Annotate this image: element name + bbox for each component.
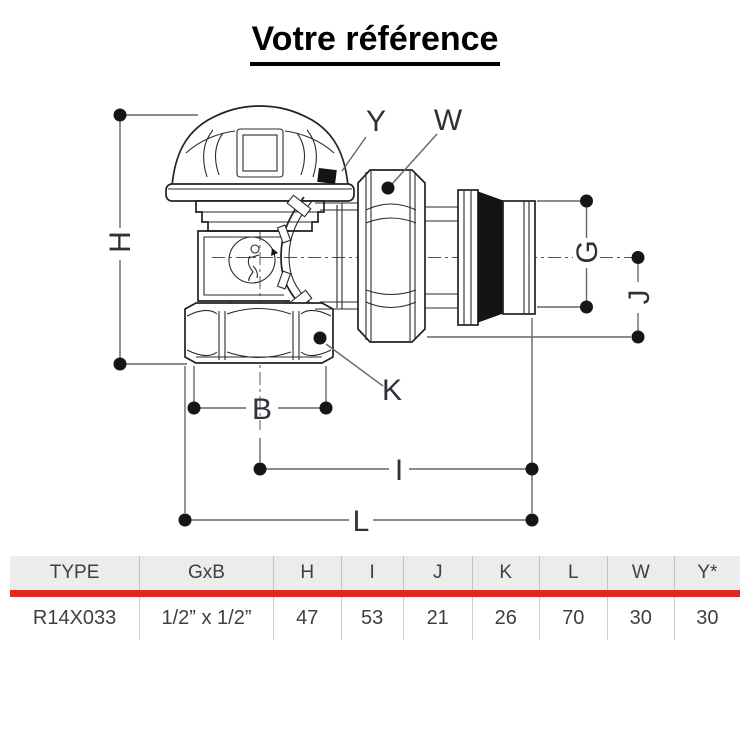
brand-logo-circle	[228, 236, 278, 284]
valve-body	[197, 194, 313, 313]
spec-table-data-row: R14X033 1/2” x 1/2” 47 53 21 26 70 30 30	[10, 597, 740, 640]
value-k: 26	[471, 597, 539, 640]
dimension-label-B: B	[252, 393, 272, 426]
value-i: 53	[340, 597, 403, 640]
dimension-L: L	[178, 366, 539, 538]
dimension-I: I	[253, 318, 539, 513]
dimension-label-K: K	[382, 374, 402, 407]
header-k: K	[471, 556, 539, 590]
value-type: R14X033	[32, 607, 117, 629]
union-nut	[357, 169, 426, 343]
dimension-Y: Y	[341, 105, 386, 172]
dimension-G: G	[537, 194, 604, 314]
hex-nut	[184, 301, 334, 364]
page-title: Votre référence	[0, 20, 750, 66]
dimension-B: B	[187, 366, 333, 426]
dimension-label-J: J	[623, 290, 656, 305]
thread-shading	[477, 191, 504, 323]
dimension-W: W	[381, 104, 463, 195]
thermostatic-head	[165, 105, 355, 232]
spec-table-header-row: TYPE GxB H I J K L W Y*	[10, 556, 740, 590]
header-w: W	[606, 556, 674, 590]
table-accent-bar	[10, 590, 740, 597]
dimension-H: H	[104, 108, 198, 371]
value-l: 70	[538, 597, 607, 640]
value-j: 21	[402, 597, 472, 640]
dimension-K: K	[313, 331, 402, 407]
value-gxb: 1/2” x 1/2”	[139, 597, 273, 640]
cap-window	[236, 128, 284, 178]
dimension-label-H: H	[104, 231, 137, 253]
value-y: 30	[673, 597, 740, 640]
header-y: Y*	[673, 556, 740, 590]
dimension-label-I: I	[395, 454, 403, 487]
page-title-text: Votre référence	[249, 20, 501, 66]
header-type: TYPE	[49, 562, 100, 583]
value-h: 47	[272, 597, 341, 640]
cap-black-mark	[317, 167, 337, 185]
outlet-collar	[315, 202, 362, 310]
dimension-label-G: G	[571, 240, 604, 263]
header-i: I	[340, 556, 403, 590]
tailpiece	[425, 189, 536, 326]
header-h: H	[272, 556, 341, 590]
dimension-label-Y: Y	[366, 105, 386, 138]
header-l: L	[538, 556, 607, 590]
header-gxb: GxB	[139, 556, 273, 590]
header-j: J	[402, 556, 472, 590]
valve-technical-diagram: H Y W K G	[104, 104, 656, 538]
value-w: 30	[606, 597, 674, 640]
dimension-label-L: L	[353, 505, 370, 538]
dimension-J: J	[427, 251, 656, 344]
spec-table: TYPE GxB H I J K L W Y* R14X033 1/2” x 1…	[10, 556, 740, 640]
dimension-label-W: W	[434, 104, 463, 137]
